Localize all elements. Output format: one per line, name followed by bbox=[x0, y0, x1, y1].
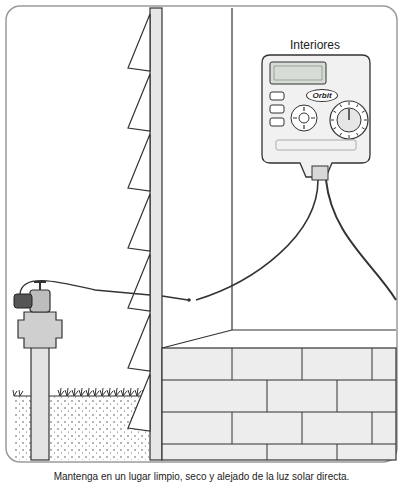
direction-pad bbox=[291, 105, 317, 131]
valve-wire bbox=[20, 281, 150, 295]
wire-port bbox=[312, 166, 328, 180]
solenoid bbox=[14, 294, 32, 308]
dial bbox=[330, 101, 368, 139]
logo-text: Orbit bbox=[312, 91, 331, 100]
button bbox=[270, 118, 284, 126]
brand-logo: Orbit bbox=[306, 89, 338, 102]
valve-bonnet bbox=[30, 290, 50, 312]
brick-foundation bbox=[162, 348, 396, 460]
caption: Mantenga en un lugar limpio, seco y alej… bbox=[54, 471, 350, 482]
area-label: Interiores bbox=[290, 38, 340, 52]
button bbox=[270, 92, 284, 100]
button bbox=[270, 105, 284, 113]
room-corner bbox=[231, 8, 232, 330]
controller-wire bbox=[196, 180, 318, 300]
power-cord bbox=[326, 180, 396, 300]
siding bbox=[128, 14, 150, 431]
frame bbox=[6, 6, 397, 462]
valve-body bbox=[18, 312, 62, 348]
bricks bbox=[162, 348, 396, 460]
lcd-display bbox=[270, 62, 326, 84]
pipe bbox=[31, 330, 49, 460]
wall bbox=[150, 8, 162, 460]
controller-housing bbox=[262, 55, 370, 177]
